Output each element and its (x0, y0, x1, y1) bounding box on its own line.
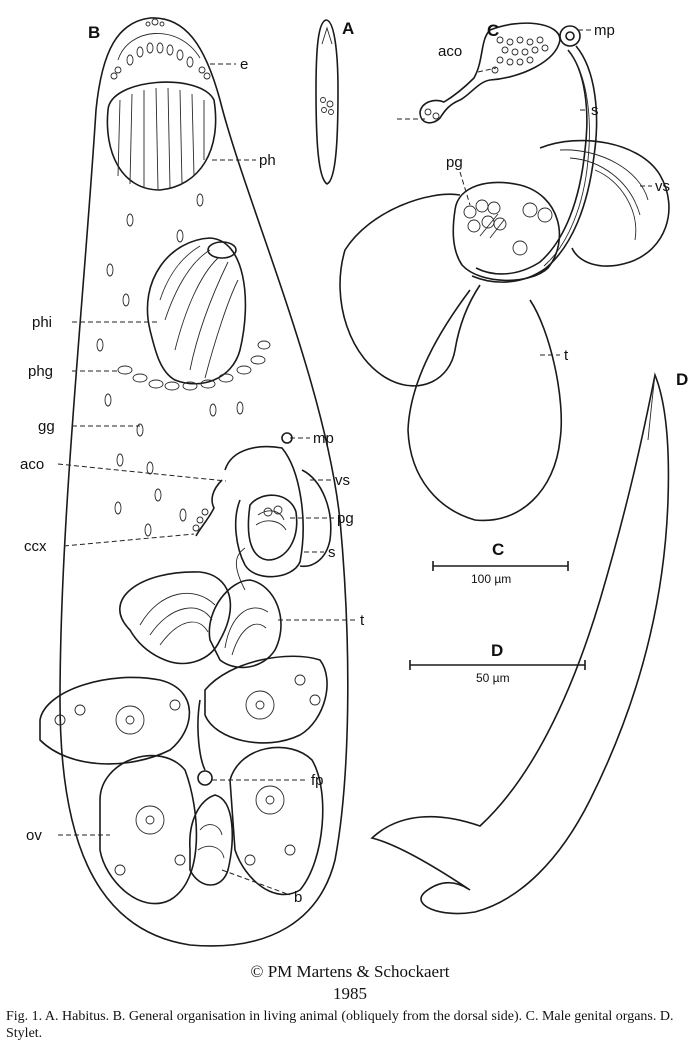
male-organs-drawing (339, 22, 670, 522)
label-mp-b: mp (313, 430, 334, 447)
scale-bar-c-letter: C (492, 540, 504, 559)
label-e: e (240, 56, 248, 73)
label-ccx: ccx (24, 538, 47, 555)
label-aco-b: aco (20, 456, 44, 473)
panel-a-letter: A (342, 19, 354, 38)
panel-b-letter: B (88, 23, 100, 42)
leader-c-aco (477, 67, 497, 73)
label-mp-c: mp (594, 22, 615, 39)
leader-c-pg (459, 171, 471, 206)
figure-illustration: B e ph phi phg gg mp aco vs pg ccx s t f… (20, 17, 688, 947)
stylet-drawing (370, 372, 670, 915)
scale-bar-d-letter: D (491, 641, 503, 660)
panel-c-letter: C (487, 21, 499, 40)
scale-bar-c-value: 100 µm (471, 572, 511, 586)
label-vs-b: vs (335, 472, 350, 489)
animal-drawing (39, 17, 349, 947)
label-phg: phg (28, 363, 53, 380)
label-pg-b: pg (337, 510, 354, 527)
scale-bar-d (409, 660, 586, 670)
label-phi: phi (32, 314, 52, 331)
label-s-c: s (591, 102, 599, 119)
label-aco-c: aco (438, 43, 462, 60)
panel-d-letter: D (676, 370, 688, 389)
figure-caption: Fig. 1. A. Habitus. B. General organisat… (6, 1009, 674, 1041)
label-ph: ph (259, 152, 276, 169)
label-s-b: s (328, 544, 336, 561)
copyright-year: 1985 (333, 984, 367, 1003)
label-t-c: t (564, 347, 569, 364)
label-t-b: t (360, 612, 365, 629)
scale-bar-c (432, 561, 569, 571)
label-fp: fp (311, 772, 324, 789)
scale-bar-d-value: 50 µm (476, 671, 510, 685)
label-ov: ov (26, 827, 42, 844)
label-gg: gg (38, 418, 55, 435)
copyright-line: © PM Martens & Schockaert (250, 962, 450, 981)
label-b: b (294, 889, 302, 906)
leader-lines-b (57, 63, 356, 896)
label-pg-c: pg (446, 154, 463, 171)
label-vs-c: vs (655, 178, 670, 195)
habitus-drawing (315, 19, 339, 185)
